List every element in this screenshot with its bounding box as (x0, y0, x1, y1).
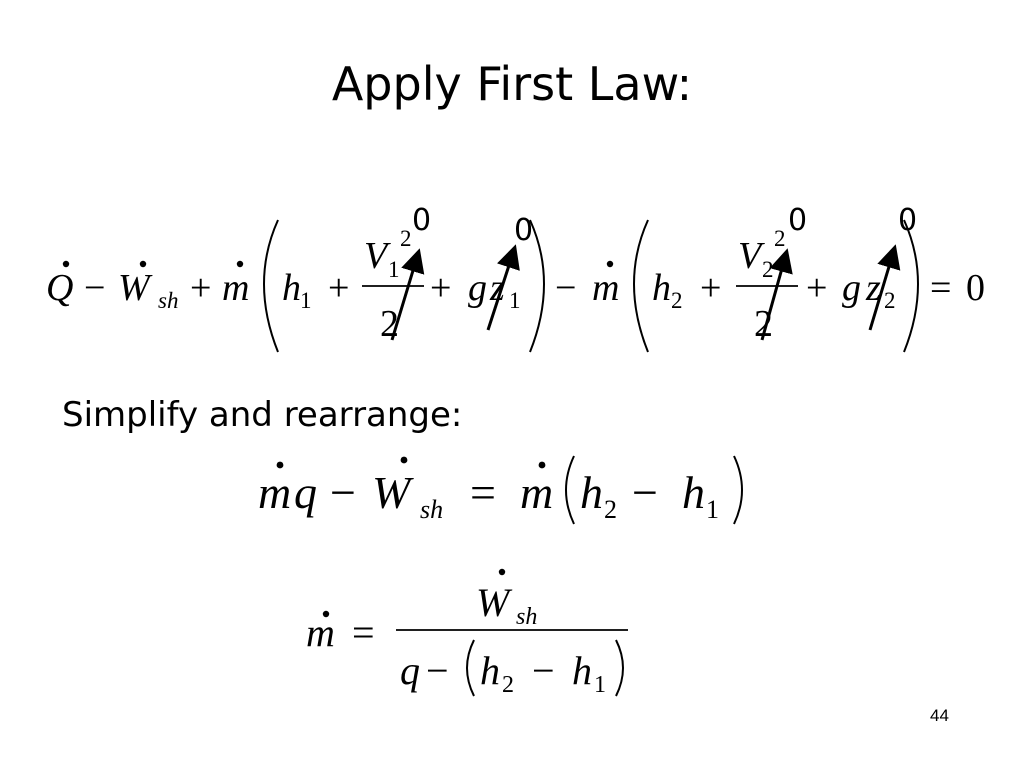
m-symbol: m (520, 467, 553, 518)
q-symbol: Q (46, 267, 73, 309)
w-symbol: W (476, 580, 513, 625)
minus-sign: − (555, 267, 576, 309)
q-symbol: q (294, 467, 317, 518)
h2-symbol: h (580, 467, 603, 518)
minus-sign: − (532, 648, 555, 693)
equals-sign: = (352, 610, 375, 655)
right-paren (615, 639, 624, 697)
v1-superscript: 2 (400, 226, 412, 251)
plus-sign: + (700, 267, 721, 309)
z1-subscript: 1 (509, 288, 521, 313)
h2-subscript: 2 (502, 672, 514, 698)
equals-sign: = (930, 267, 951, 309)
m-dot (322, 610, 330, 618)
m-dot (276, 461, 284, 469)
h2-subscript: 2 (604, 495, 617, 524)
zero-annotation: 0 (788, 203, 807, 238)
zero-annotation: 0 (514, 213, 533, 248)
v1-subscript: 1 (388, 257, 400, 282)
zero-annotation: 0 (412, 203, 431, 238)
m-dot (606, 260, 614, 268)
h1-symbol: h (572, 648, 592, 693)
v2-symbol: V (738, 235, 765, 277)
right-paren (529, 219, 545, 353)
plus-sign: + (430, 267, 451, 309)
h2-symbol: h (652, 267, 671, 309)
h1-symbol: h (282, 267, 301, 309)
g-symbol: g (468, 267, 487, 309)
h1-symbol: h (682, 467, 705, 518)
first-law-equation: Q − W sh + m h 1 + V 2 1 2 + g z 1 − m h… (46, 203, 985, 353)
minus-sign: − (632, 467, 658, 518)
left-paren (466, 639, 475, 697)
z2-subscript: 2 (884, 288, 896, 313)
sh-subscript: sh (516, 604, 537, 630)
h1-subscript: 1 (706, 495, 719, 524)
plus-sign: + (328, 267, 349, 309)
minus-sign: − (330, 467, 356, 518)
m-symbol: m (592, 267, 619, 309)
strike-arrow (868, 244, 901, 331)
m-symbol: m (258, 467, 291, 518)
v2-subscript: 2 (762, 257, 774, 282)
m-dot (236, 260, 244, 268)
zero-annotation: 0 (898, 203, 917, 238)
w-symbol: W (372, 467, 414, 518)
sh-subscript: sh (420, 495, 443, 524)
v1-symbol: V (364, 235, 391, 277)
left-paren (263, 219, 279, 353)
slide-number: 44 (930, 706, 949, 725)
sh-subscript: sh (158, 288, 178, 313)
g-symbol: g (842, 267, 861, 309)
m-symbol: m (222, 267, 249, 309)
simplified-equation: m q − W sh = m h 2 − h 1 (258, 455, 743, 525)
z2-symbol: z (865, 267, 881, 309)
minus-sign: − (426, 648, 449, 693)
w-symbol: W (118, 267, 153, 309)
h1-subscript: 1 (300, 288, 312, 313)
mass-flow-equation: m = W sh q − h 2 − h 1 (306, 568, 628, 698)
strike-arrow (760, 248, 793, 341)
equals-sign: = (470, 467, 496, 518)
w-dot (400, 456, 408, 464)
left-paren (633, 219, 649, 353)
simplify-heading: Simplify and rearrange: (62, 395, 463, 435)
q-symbol: q (400, 648, 420, 693)
plus-sign: + (190, 267, 211, 309)
left-paren (565, 455, 575, 525)
m-symbol: m (306, 610, 335, 655)
w-dot (498, 568, 506, 576)
minus-sign: − (84, 267, 105, 309)
w-dot (139, 260, 147, 268)
h1-subscript: 1 (594, 672, 606, 698)
plus-sign: + (806, 267, 827, 309)
q-dot (62, 260, 70, 268)
h2-subscript: 2 (671, 288, 683, 313)
slide-title: Apply First Law: (331, 57, 693, 111)
strike-arrow (486, 244, 520, 331)
strike-arrow (390, 248, 425, 341)
right-paren (903, 219, 919, 353)
right-paren (733, 455, 743, 525)
zero-value: 0 (966, 267, 985, 309)
z1-symbol: z (489, 267, 505, 309)
h2-symbol: h (480, 648, 500, 693)
m-dot (538, 461, 546, 469)
v2-superscript: 2 (774, 226, 786, 251)
